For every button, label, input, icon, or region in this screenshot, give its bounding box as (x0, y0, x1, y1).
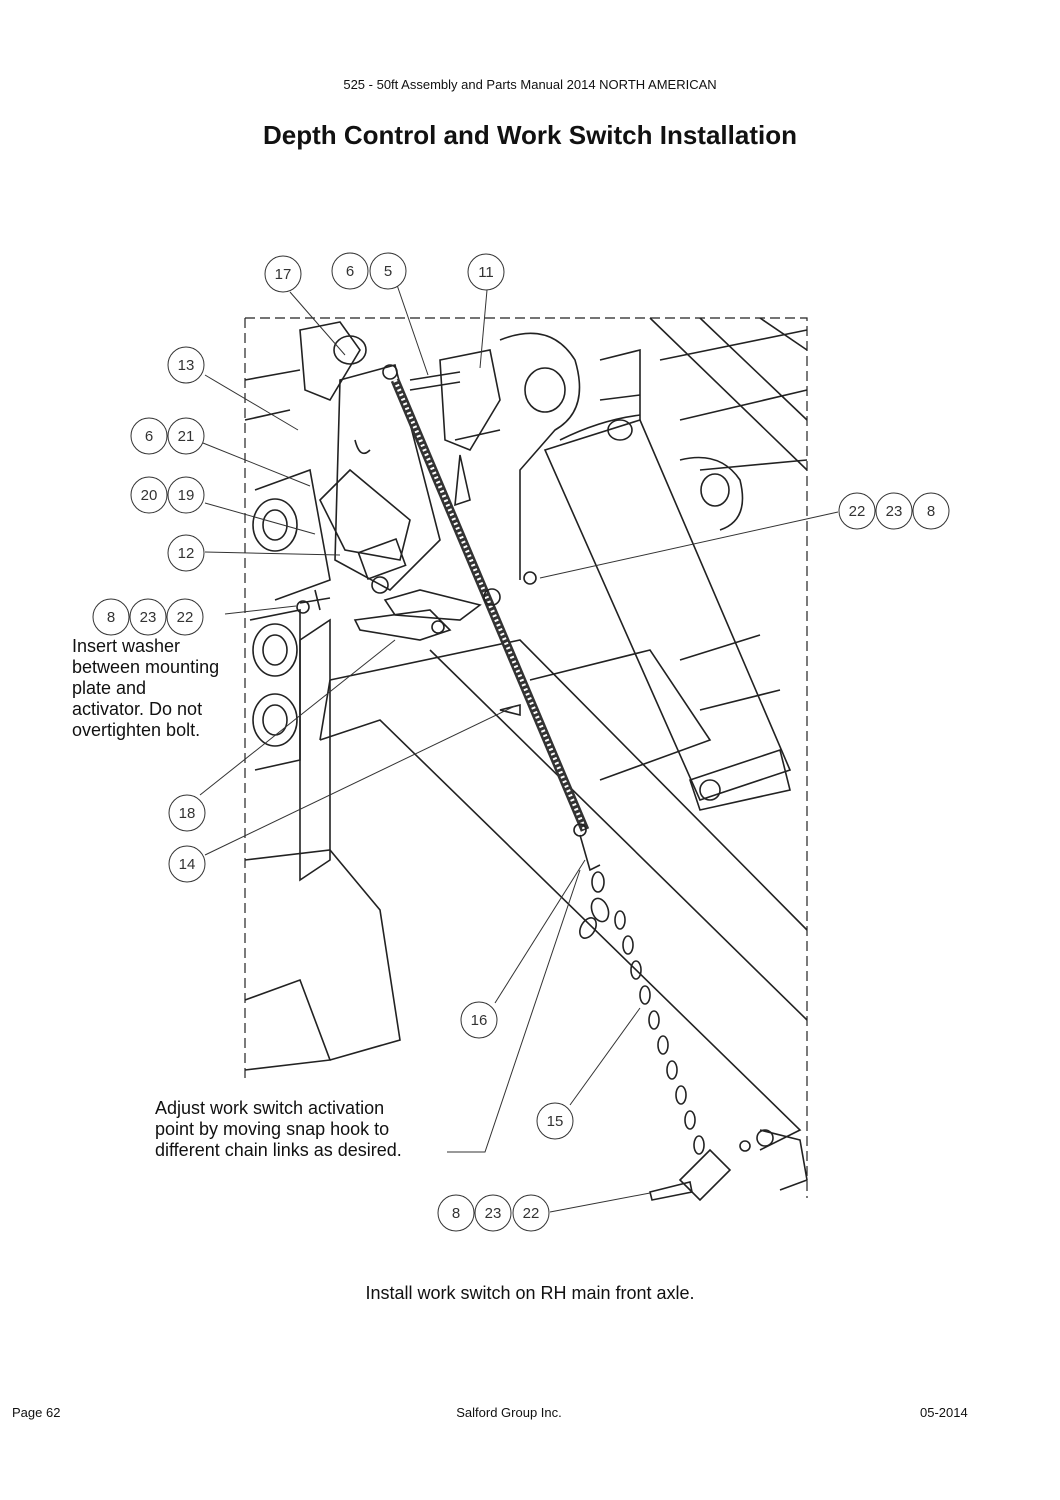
manual-header: 525 - 50ft Assembly and Parts Manual 201… (343, 77, 717, 92)
callout-12: 12 (178, 545, 195, 562)
callout-20: 20 (141, 487, 158, 504)
callout-17: 17 (275, 266, 292, 283)
footer-date: 05-2014 (920, 1405, 968, 1420)
callout-8c: 8 (452, 1205, 460, 1222)
callout-11: 11 (478, 264, 494, 281)
callout-22: 22 (177, 609, 194, 626)
callout-23: 23 (140, 609, 157, 626)
footer-page: Page 62 (12, 1405, 61, 1420)
callout-6b: 6 (145, 428, 153, 445)
callout-16: 16 (471, 1012, 488, 1029)
figure-caption: Install work switch on RH main front axl… (365, 1283, 695, 1303)
callout-8b: 8 (927, 503, 935, 520)
footer-company: Salford Group Inc. (456, 1405, 562, 1420)
callout-21: 21 (178, 428, 195, 445)
callout-23b: 23 (886, 503, 903, 520)
callout-8: 8 (107, 609, 115, 626)
callout-6: 6 (346, 263, 354, 280)
callout-5: 5 (384, 263, 392, 280)
callout-22c: 22 (523, 1205, 540, 1222)
callout-22b: 22 (849, 503, 866, 520)
callout-13: 13 (178, 357, 195, 374)
callout-19: 19 (178, 487, 195, 504)
chain-note: Adjust work switch activation point by m… (155, 1098, 402, 1160)
washer-note: Insert washer between mounting plate and… (72, 636, 220, 740)
callout-18: 18 (179, 805, 196, 822)
page-title: Depth Control and Work Switch Installati… (263, 120, 797, 150)
callout-14: 14 (179, 856, 196, 873)
callout-15: 15 (547, 1113, 564, 1130)
callout-23c: 23 (485, 1205, 502, 1222)
